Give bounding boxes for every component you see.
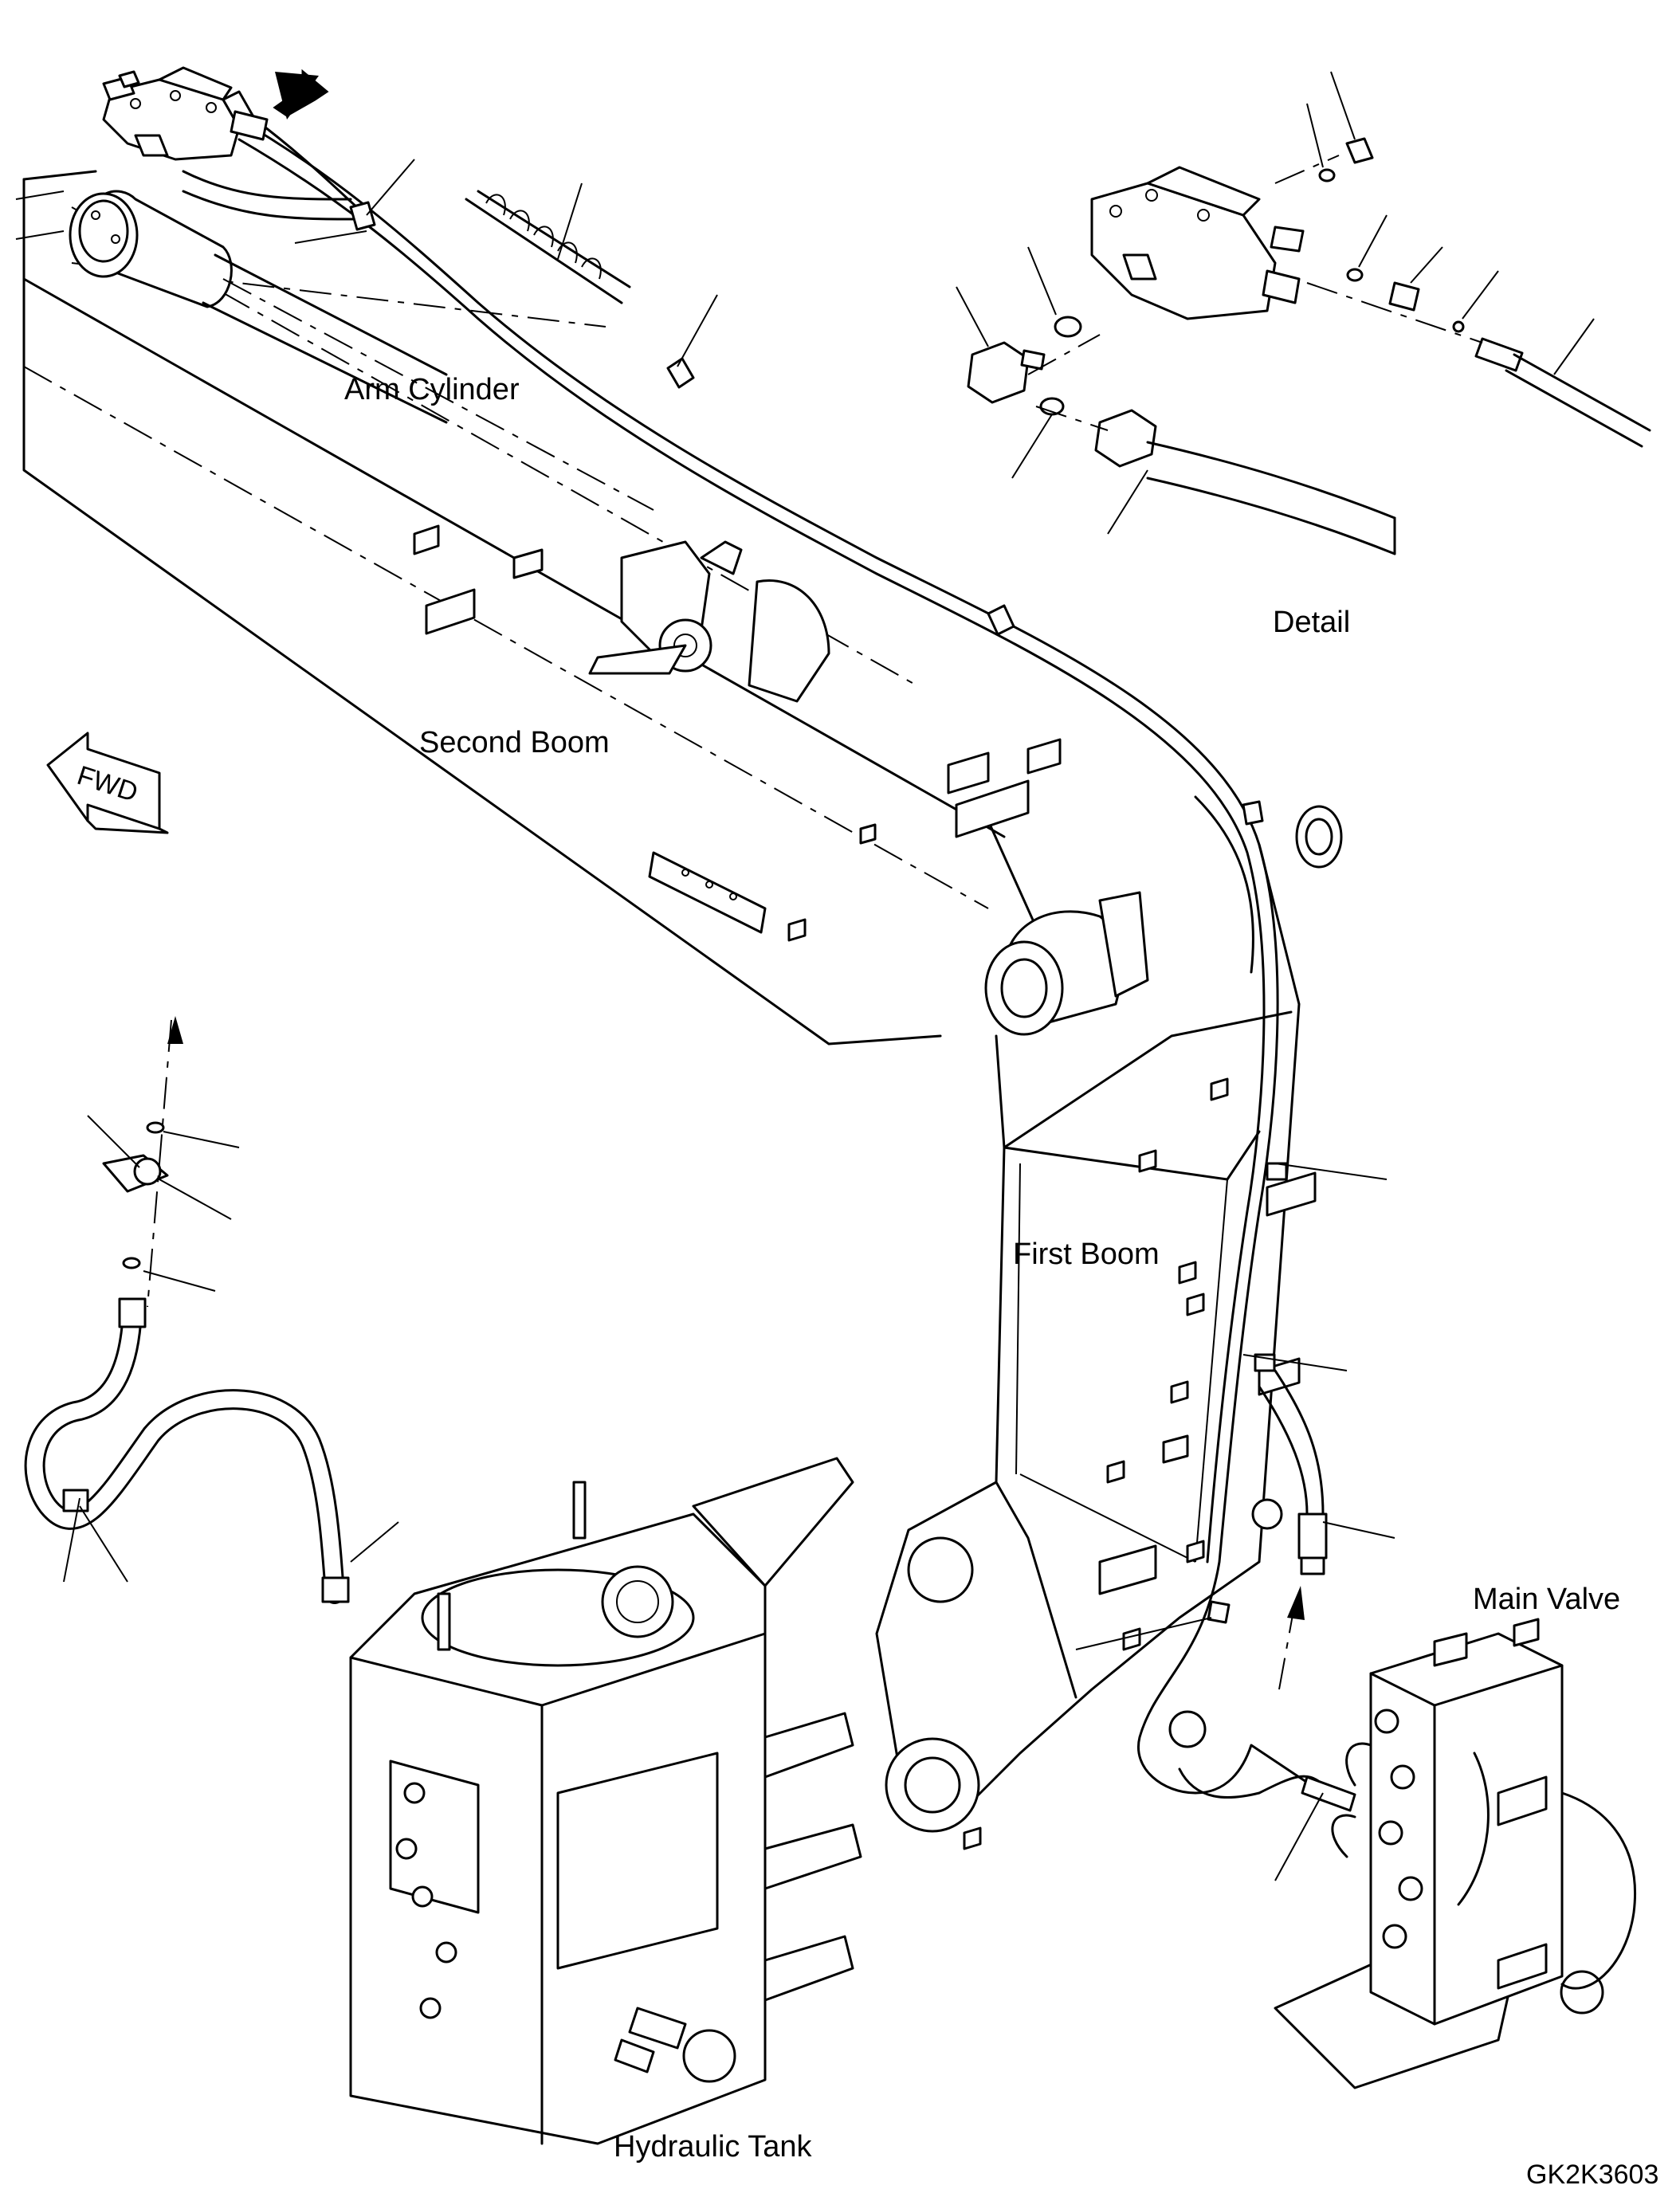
arm-end-valve bbox=[102, 66, 269, 161]
second-boom bbox=[22, 170, 1062, 1046]
label-first-boom: First Boom bbox=[1013, 1238, 1160, 1271]
main-valve bbox=[1274, 1618, 1636, 2089]
label-drawing-code: GK2K3603 bbox=[1526, 2160, 1659, 2190]
pilot-hose-route bbox=[182, 118, 1356, 1812]
label-main-valve: Main Valve bbox=[1473, 1583, 1621, 1616]
hydraulic-tank bbox=[349, 1457, 862, 2145]
detail-exploded-view bbox=[956, 71, 1651, 555]
label-second-boom: Second Boom bbox=[419, 726, 610, 759]
fwd-direction-badge: FWD bbox=[46, 732, 169, 834]
label-detail: Detail bbox=[1273, 606, 1351, 639]
arm-cylinder bbox=[15, 190, 830, 703]
loop-hose bbox=[24, 1016, 399, 1604]
first-boom bbox=[875, 795, 1343, 1850]
label-hydraulic-tank: Hydraulic Tank bbox=[614, 2130, 812, 2164]
callout-arrow-head bbox=[275, 72, 319, 120]
label-arm-cylinder: Arm Cylinder bbox=[344, 373, 520, 406]
spiral-guard bbox=[465, 190, 631, 304]
